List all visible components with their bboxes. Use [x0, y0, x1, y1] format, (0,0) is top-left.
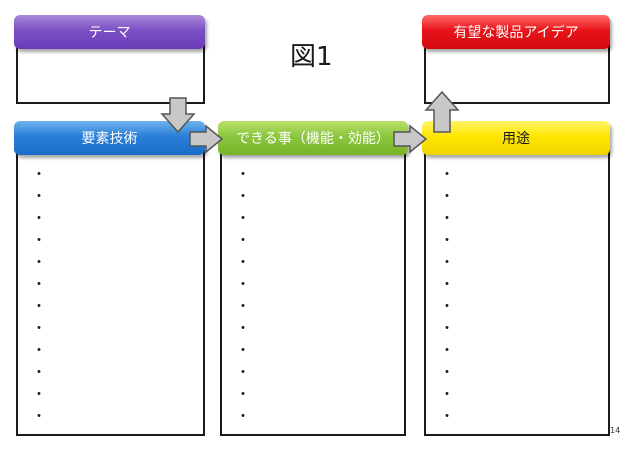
list-item: ・ — [32, 255, 46, 271]
list-item: ・ — [236, 189, 250, 205]
list-item: ・ — [236, 167, 250, 183]
list-item: ・ — [440, 255, 454, 271]
list-item: ・ — [32, 387, 46, 403]
list-item: ・ — [236, 409, 250, 425]
arrow-down-icon — [160, 97, 196, 134]
usage-list: ・ ・ ・ ・ ・ ・ ・ ・ ・ ・ ・ ・ — [426, 164, 454, 428]
list-item: ・ — [236, 277, 250, 293]
list-item: ・ — [440, 189, 454, 205]
list-item: ・ — [440, 211, 454, 227]
page-number: 14 — [610, 426, 621, 435]
list-item: ・ — [32, 409, 46, 425]
capability-box — [220, 136, 406, 436]
element-tech-box — [16, 136, 205, 436]
capability-header: できる事（機能・効能） — [218, 121, 408, 155]
list-item: ・ — [32, 299, 46, 315]
arrow-right-icon — [189, 124, 224, 154]
list-item: ・ — [440, 321, 454, 337]
list-item: ・ — [440, 277, 454, 293]
list-item: ・ — [32, 343, 46, 359]
arrow-up-icon — [424, 90, 460, 133]
arrow-right-icon — [393, 124, 428, 154]
list-item: ・ — [236, 343, 250, 359]
list-item: ・ — [440, 233, 454, 249]
theme-header: テーマ — [14, 15, 205, 49]
list-item: ・ — [440, 387, 454, 403]
list-item: ・ — [32, 233, 46, 249]
list-item: ・ — [236, 233, 250, 249]
usage-box — [424, 136, 610, 436]
list-item: ・ — [236, 255, 250, 271]
list-item: ・ — [236, 387, 250, 403]
figure-title: 図1 — [290, 42, 333, 72]
list-item: ・ — [32, 189, 46, 205]
list-item: ・ — [440, 409, 454, 425]
usage-header: 用途 — [422, 121, 610, 155]
list-item: ・ — [440, 167, 454, 183]
list-item: ・ — [32, 211, 46, 227]
list-item: ・ — [32, 277, 46, 293]
list-item: ・ — [32, 167, 46, 183]
element-tech-list: ・ ・ ・ ・ ・ ・ ・ ・ ・ ・ ・ ・ — [18, 164, 46, 428]
list-item: ・ — [440, 343, 454, 359]
list-item: ・ — [236, 321, 250, 337]
list-item: ・ — [236, 365, 250, 381]
list-item: ・ — [440, 365, 454, 381]
list-item: ・ — [236, 299, 250, 315]
list-item: ・ — [32, 321, 46, 337]
list-item: ・ — [440, 299, 454, 315]
list-item: ・ — [236, 211, 250, 227]
idea-header: 有望な製品アイデア — [422, 15, 610, 49]
capability-list: ・ ・ ・ ・ ・ ・ ・ ・ ・ ・ ・ ・ — [222, 164, 250, 428]
list-item: ・ — [32, 365, 46, 381]
